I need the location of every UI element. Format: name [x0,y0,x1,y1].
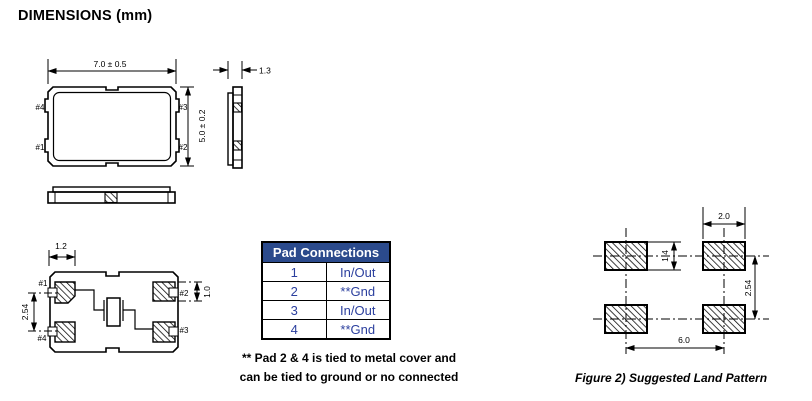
top-view-pad4-label: #4 [36,103,45,112]
bottom-pad-width-label: 1.2 [55,241,67,251]
package-lid [52,91,172,162]
bottom-pad4-hatch [54,321,76,343]
bottom-pad1-label: #1 [39,279,48,288]
land-row-pitch-label: 2.54 [743,279,753,296]
bottom-outline [49,271,179,353]
pad-connections-table: Pad Connections 1 In/Out 2 **Gnd 3 In/Ou… [261,241,391,340]
dim-bottom-pad-height [178,281,204,302]
table-row: 2 **Gnd [261,281,391,301]
side-pad-hatch [232,102,243,113]
dim-land-pad-height [647,241,681,271]
dim-bottom-pad-width [48,250,76,266]
top-view-pad3-label: #3 [179,103,188,112]
land-pad-width-label: 2.0 [718,211,730,221]
top-view-drawing: 7.0 ± 0.5 5.0 ± 0.2 #4 #1 #3 #2 [36,59,207,167]
pad-connection-cell: **Gnd [325,319,391,340]
dim-top-width [47,59,177,84]
bottom-pad1-hatch [54,281,76,304]
dim-top-height [180,86,194,167]
side-view-drawing: 1.3 [213,61,271,169]
table-row: 1 In/Out [261,262,391,282]
crystal-symbol [75,289,153,330]
pad-number-cell: 2 [261,281,327,301]
pad-number-cell: 1 [261,262,327,282]
side-pad-hatch [232,140,243,151]
pad-connection-cell: **Gnd [325,281,391,301]
top-height-dim-label: 5.0 ± 0.2 [197,109,207,142]
pad-ground-note: ** Pad 2 & 4 is tied to metal cover and … [230,349,468,386]
figure-caption: Figure 2) Suggested Land Pattern [575,371,768,385]
dim-side-thickness [213,61,257,79]
top-view-pad1-label: #1 [36,143,45,152]
table-row: 3 In/Out [261,300,391,320]
land-pattern-drawing: 2.0 1.4 2.54 6.0 [593,207,769,354]
land-col-pitch-label: 6.0 [678,335,690,345]
pad-table-header: Pad Connections [261,241,391,263]
bottom-pad-height-label: 1.0 [202,286,212,298]
land-pad [604,304,648,334]
pad-number-cell: 4 [261,319,327,340]
bottom-pad2-label: #2 [180,289,189,298]
land-pad [702,304,746,334]
package-outline [44,86,180,167]
land-pad [604,241,648,271]
top-view-pad2-label: #2 [179,143,188,152]
side-thickness-dim-label: 1.3 [259,66,271,76]
front-pad-hatch [104,191,118,204]
note-line-1: ** Pad 2 & 4 is tied to metal cover and [241,351,457,365]
bottom-pad4-label: #4 [38,334,47,343]
bottom-pad3-label: #3 [180,326,189,335]
bottom-view-drawing: 1.2 2.54 1.0 #1 #2 #3 #4 [20,241,212,353]
bottom-pitch-label: 2.54 [20,303,30,320]
land-pad-height-label: 1.4 [660,250,670,262]
front-view-drawing [47,186,176,204]
pad-connection-cell: In/Out [325,300,391,320]
pad-number-cell: 3 [261,300,327,320]
side-body [232,86,243,169]
table-row: 4 **Gnd [261,319,391,340]
dim-land-pad-width [702,207,746,239]
note-line-2: can be tied to ground or no connected [239,369,459,384]
dim-bottom-pitch [28,292,58,332]
pad-connection-cell: In/Out [325,262,391,282]
land-pad [702,241,746,271]
page-title: DIMENSIONS (mm) [18,8,153,24]
top-width-dim-label: 7.0 ± 0.5 [93,59,126,69]
